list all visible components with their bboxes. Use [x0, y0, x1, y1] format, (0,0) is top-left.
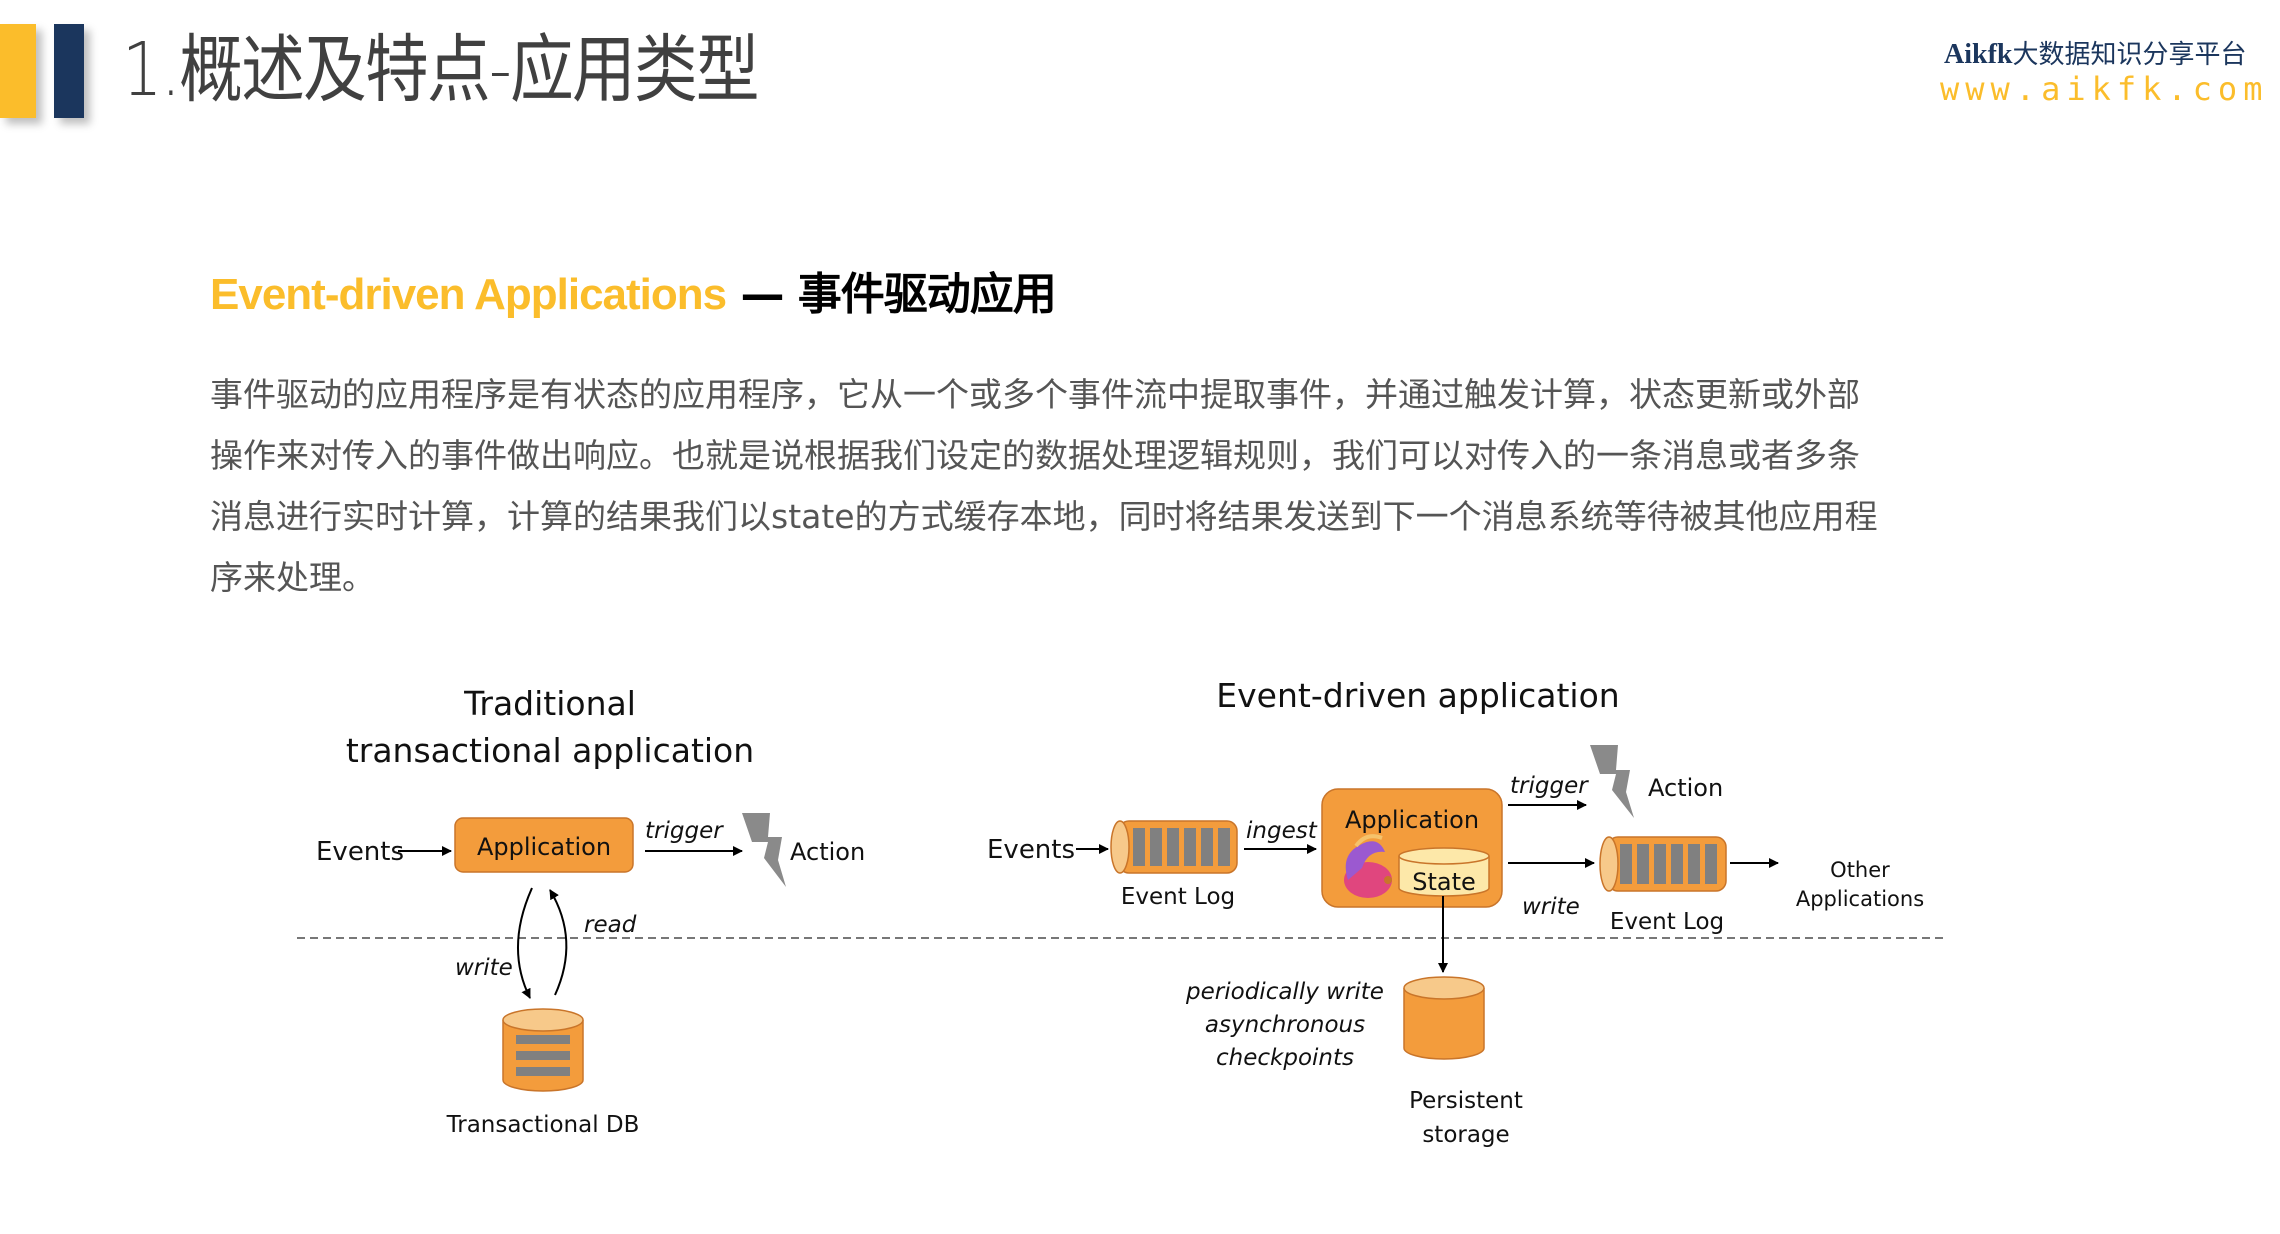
traditional-application-label: Application: [477, 833, 611, 861]
page-title: 1.概述及特点-应用类型: [122, 27, 760, 113]
flink-squirrel-icon: [1344, 834, 1392, 898]
event-log-in-label: Event Log: [1121, 884, 1235, 910]
traditional-action-label: Action: [790, 838, 865, 866]
logo: Aikfk大数据知识分享平台: [1944, 34, 2246, 71]
description: 事件驱动的应用程序是有状态的应用程序，它从一个或多个事件流中提取事件，并通过触发…: [210, 364, 1930, 608]
traditional-title-line2: transactional application: [346, 731, 754, 770]
checkpoint-label-line1: periodically write: [1185, 979, 1384, 1005]
logo-url: www.aikfk.com: [1940, 70, 2269, 108]
read-arrow: [549, 889, 568, 996]
event-driven-write-label: write: [1522, 894, 1580, 920]
logo-tagline: 大数据知识分享平台: [2012, 40, 2247, 70]
other-applications-line1: Other: [1830, 858, 1890, 882]
description-line: 消息进行实时计算，计算的结果我们以state的方式缓存本地，同时将结果发送到下一…: [210, 497, 1878, 536]
persistent-storage-line1: Persistent: [1409, 1088, 1523, 1114]
persistent-storage-line2: storage: [1422, 1122, 1509, 1148]
database-icon: [502, 1008, 584, 1092]
section-heading-zh: 事件驱动应用: [797, 269, 1057, 320]
traditional-title-line1: Traditional: [463, 684, 636, 723]
event-log-out-icon: [1599, 836, 1727, 892]
accent-bar-navy: [54, 24, 84, 118]
transactional-db-label: Transactional DB: [446, 1112, 640, 1138]
persistent-storage-icon: [1403, 976, 1485, 1060]
event-driven-title: Event-driven application: [1216, 676, 1619, 715]
write-arrow: [517, 887, 533, 999]
section-heading-sep: —: [726, 269, 798, 320]
description-line: 事件驱动的应用程序是有状态的应用程序，它从一个或多个事件流中提取事件，并通过触发…: [210, 375, 1860, 414]
event-driven-application-label: Application: [1345, 806, 1479, 834]
event-driven-trigger-label: trigger: [1510, 773, 1589, 799]
section-heading: Event-driven Applications — 事件驱动应用: [210, 258, 1057, 322]
lightning-icon: [742, 813, 786, 887]
traditional-application-box: [454, 817, 634, 873]
ingest-label: ingest: [1246, 818, 1318, 844]
checkpoint-label-line2: asynchronous: [1205, 1012, 1365, 1038]
state-label: State: [1412, 868, 1476, 896]
event-driven-events-label: Events: [987, 835, 1075, 865]
section-heading-en: Event-driven Applications: [210, 270, 727, 319]
lightning-icon: [1590, 745, 1634, 818]
event-log-in-icon: [1110, 820, 1238, 874]
traditional-trigger-label: trigger: [645, 818, 724, 844]
checkpoint-label-line3: checkpoints: [1216, 1045, 1354, 1071]
other-applications-line2: Applications: [1796, 887, 1924, 911]
traditional-events-label: Events: [316, 837, 404, 867]
logo-brand: Aikfk: [1944, 39, 2013, 70]
event-log-out-label: Event Log: [1610, 909, 1724, 935]
event-driven-action-label: Action: [1648, 774, 1723, 802]
description-line: 操作来对传入的事件做出响应。也就是说根据我们设定的数据处理逻辑规则，我们可以对传…: [210, 436, 1860, 475]
description-line: 序来处理。: [210, 558, 375, 597]
read-label: read: [584, 912, 637, 938]
accent-bar-yellow: [0, 24, 36, 118]
write-label: write: [455, 955, 513, 981]
